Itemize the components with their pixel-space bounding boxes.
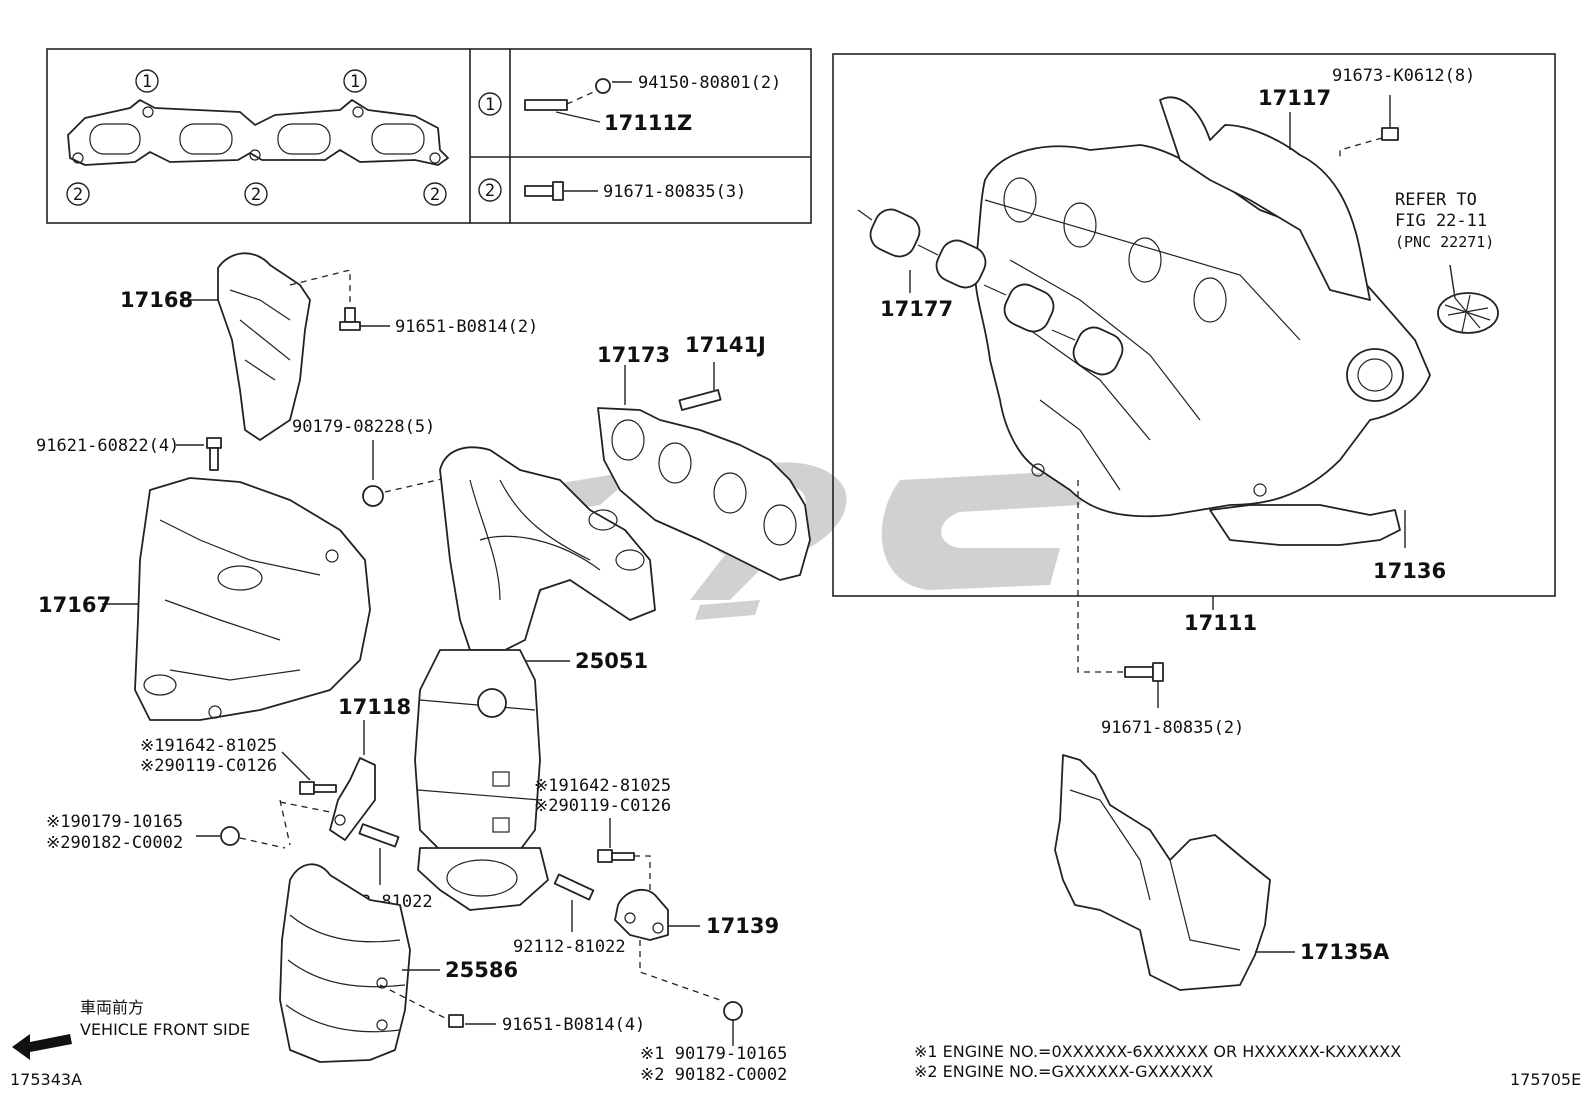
- part-91621: 91621-60822(4): [36, 436, 179, 456]
- gasket-inset: 1 1 2 2 2 1 94150-80801(2) 17111Z 2 9167…: [46, 48, 812, 224]
- part-17117: 17117: [1258, 86, 1331, 110]
- nut-icon: [595, 78, 611, 94]
- callout-2-middle: 2: [251, 185, 261, 205]
- stud-icon: [553, 873, 595, 901]
- callout-2-right: 2: [430, 185, 440, 205]
- arrow-left-icon: [12, 1034, 72, 1060]
- direction-jp: 車両前方: [80, 998, 144, 1017]
- vehicle-front-direction: 車両前方 VEHICLE FRONT SIDE: [12, 998, 250, 1060]
- nut-part-number: 94150-80801(2): [638, 73, 781, 93]
- throttle-port: [1346, 348, 1404, 402]
- part-90179-5: 90179-08228(5): [292, 417, 435, 437]
- bolt-91621: 91621-60822(4): [36, 436, 222, 471]
- insulator-17168: 17168 91651-B0814(2): [120, 252, 538, 441]
- bolt-icon: [524, 185, 554, 197]
- part-25586: 25586: [445, 958, 518, 982]
- intake-manifold-box: 17117 91673-K0612(8) 17177 17136 REFER T…: [832, 53, 1556, 597]
- bolt-icon: [1381, 127, 1399, 141]
- gasket-17139: 17139: [614, 888, 779, 1021]
- bolt-icon: [299, 781, 315, 795]
- note-a1: ※191642-81025: [140, 736, 277, 756]
- callout-1-top-right: 1: [350, 72, 360, 92]
- note-c2: ※290119-C0126: [534, 796, 671, 816]
- stud-part-number: 17111Z: [604, 111, 692, 135]
- gasket-17173: 17173 17141J: [597, 333, 811, 581]
- footnote-2: ※2 ENGINE NO.=GXXXXXX-GXXXXXX: [914, 1062, 1213, 1081]
- note-d2: ※2 90182-C0002: [640, 1065, 787, 1085]
- note-b1: ※190179-10165: [46, 812, 183, 832]
- part-17135A: 17135A: [1300, 940, 1390, 964]
- part-17136: 17136: [1373, 559, 1446, 583]
- nut-icon: [723, 1001, 743, 1021]
- part-25051: 25051: [575, 649, 648, 673]
- direction-en: VEHICLE FRONT SIDE: [80, 1020, 250, 1039]
- bracket-17136: [1209, 504, 1401, 546]
- callout-2-left: 2: [73, 185, 83, 205]
- refer-line-3: (PNC 22271): [1395, 233, 1494, 251]
- row2-marker: 2: [485, 181, 495, 201]
- part-92112-b: 92112-81022: [513, 937, 626, 957]
- intake-assembly-callout: 17111 91671-80835(2): [1077, 480, 1257, 738]
- part-91671-2: 91671-80835(2): [1101, 718, 1244, 738]
- part-91651-2: 91651-B0814(2): [395, 317, 538, 337]
- part-17168: 17168: [120, 288, 193, 312]
- stud-icon: [358, 823, 400, 848]
- bolt-icon: [206, 437, 222, 449]
- bolt-icon: [1124, 666, 1154, 678]
- row1-marker: 1: [485, 95, 495, 115]
- exhaust-manifold-25051: 25051: [414, 446, 656, 911]
- refer-line-2: FIG 22-11: [1395, 211, 1487, 231]
- bolt-note-a: ※191642-81025 ※290119-C0126: [140, 736, 337, 846]
- cover-17135A: 17135A: [1054, 754, 1390, 991]
- nut-90179: 90179-08228(5): [292, 417, 456, 507]
- note-a2: ※290119-C0126: [140, 756, 277, 776]
- bolt-icon: [344, 307, 356, 323]
- diagram-code-right: 175705E: [1510, 1070, 1581, 1089]
- insulator-25586: 25586 91651-B0814(4): [279, 863, 645, 1063]
- part-17177: 17177: [880, 297, 953, 321]
- bolt-note-c: ※191642-81025 ※290119-C0126: [534, 776, 671, 900]
- nut-note-b: ※190179-10165 ※290182-C0002: [46, 812, 286, 853]
- intake-manifold-drawing: [974, 144, 1431, 518]
- footnote-1: ※1 ENGINE NO.=0XXXXXX-6XXXXXX OR HXXXXXX…: [914, 1042, 1401, 1061]
- part-17167: 17167: [38, 593, 111, 617]
- stud-92112-right: 92112-81022: [513, 873, 626, 957]
- bolt-icon: [448, 1014, 464, 1028]
- refer-line-1: REFER TO: [1395, 190, 1477, 210]
- bolt-part-number: 91671-80835(3): [603, 182, 746, 202]
- part-17173: 17173: [597, 343, 670, 367]
- bolt-icon: [597, 849, 613, 863]
- note-d1: ※1 90179-10165: [640, 1044, 787, 1064]
- part-17141J: 17141J: [685, 333, 766, 357]
- part-17111: 17111: [1184, 611, 1257, 635]
- callout-1-top-left: 1: [142, 72, 152, 92]
- nut-icon: [362, 485, 384, 507]
- diagram-code-left: 175343A: [10, 1070, 82, 1089]
- bracket-17118: 17118: [329, 695, 411, 841]
- stud-icon: [678, 389, 722, 411]
- part-91673: 91673-K0612(8): [1332, 66, 1475, 86]
- part-91651-4: 91651-B0814(4): [502, 1015, 645, 1035]
- nut-icon: [220, 826, 240, 846]
- part-17139: 17139: [706, 914, 779, 938]
- note-b2: ※290182-C0002: [46, 833, 183, 853]
- part-17118: 17118: [338, 695, 411, 719]
- exhaust-gasket-drawing: [67, 99, 449, 166]
- insulator-17167: 17167: [38, 477, 371, 721]
- note-c1: ※191642-81025: [534, 776, 671, 796]
